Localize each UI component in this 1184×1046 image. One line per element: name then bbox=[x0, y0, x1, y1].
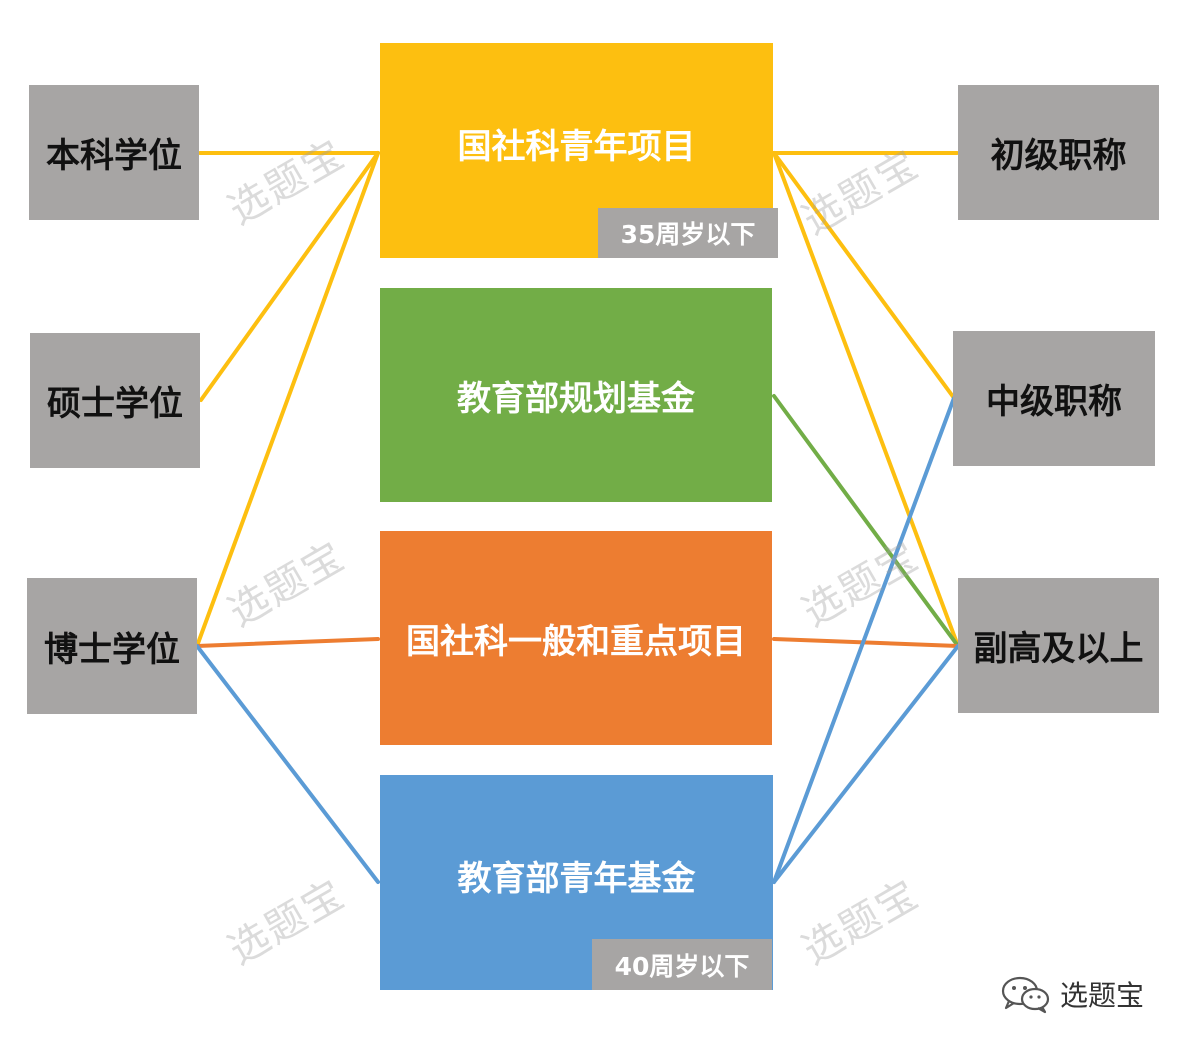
connector-youth_nssf-senior bbox=[772, 151, 960, 648]
age-limit-40-label: 40周岁以下 bbox=[614, 951, 750, 981]
age-limit-badge-35: 35周岁以下 bbox=[598, 208, 778, 258]
node-moe-plan: 教育部规划基金 bbox=[380, 288, 772, 502]
brand-logo: 选题宝 bbox=[1000, 972, 1144, 1016]
node-bachelor: 本科学位 bbox=[29, 85, 199, 220]
node-doctor: 博士学位 bbox=[27, 578, 197, 714]
connector-doctor-youth_nssf bbox=[195, 151, 380, 648]
node-middle: 中级职称 bbox=[953, 331, 1155, 466]
node-junior-label: 初级职称 bbox=[990, 136, 1127, 176]
node-senior: 副高及以上 bbox=[958, 578, 1159, 713]
connector-doctor-moe_youth bbox=[195, 644, 380, 884]
node-master-label: 硕士学位 bbox=[47, 384, 183, 424]
node-bachelor-label: 本科学位 bbox=[46, 136, 182, 176]
node-master: 硕士学位 bbox=[30, 333, 200, 468]
node-nssf-general-label: 国社科一般和重点项目 bbox=[406, 621, 746, 662]
wechat-icon bbox=[1001, 976, 1050, 1014]
node-doctor-label: 博士学位 bbox=[44, 629, 180, 670]
connector-moe_youth-senior bbox=[772, 644, 960, 884]
connector-master-youth_nssf bbox=[199, 151, 380, 402]
node-youth-nssf-label: 国社科青年项目 bbox=[457, 127, 696, 167]
age-limit-35-label: 35周岁以下 bbox=[620, 220, 756, 249]
node-junior: 初级职称 bbox=[958, 85, 1159, 220]
node-nssf-general: 国社科一般和重点项目 bbox=[380, 531, 772, 745]
node-moe-plan-label: 教育部规划基金 bbox=[457, 378, 695, 419]
connector-nssf_general-senior bbox=[772, 637, 960, 648]
connector-moe_youth-middle bbox=[772, 396, 956, 884]
brand-label: 选题宝 bbox=[1060, 979, 1145, 1012]
connector-moe_plan-senior bbox=[772, 394, 960, 648]
connector-doctor-nssf_general bbox=[195, 637, 380, 648]
node-moe-youth-label: 教育部青年基金 bbox=[457, 859, 696, 899]
age-limit-badge-40: 40周岁以下 bbox=[592, 939, 772, 990]
connector-youth_nssf-middle bbox=[772, 151, 956, 400]
node-middle-label: 中级职称 bbox=[986, 382, 1122, 422]
node-senior-label: 副高及以上 bbox=[973, 629, 1144, 669]
